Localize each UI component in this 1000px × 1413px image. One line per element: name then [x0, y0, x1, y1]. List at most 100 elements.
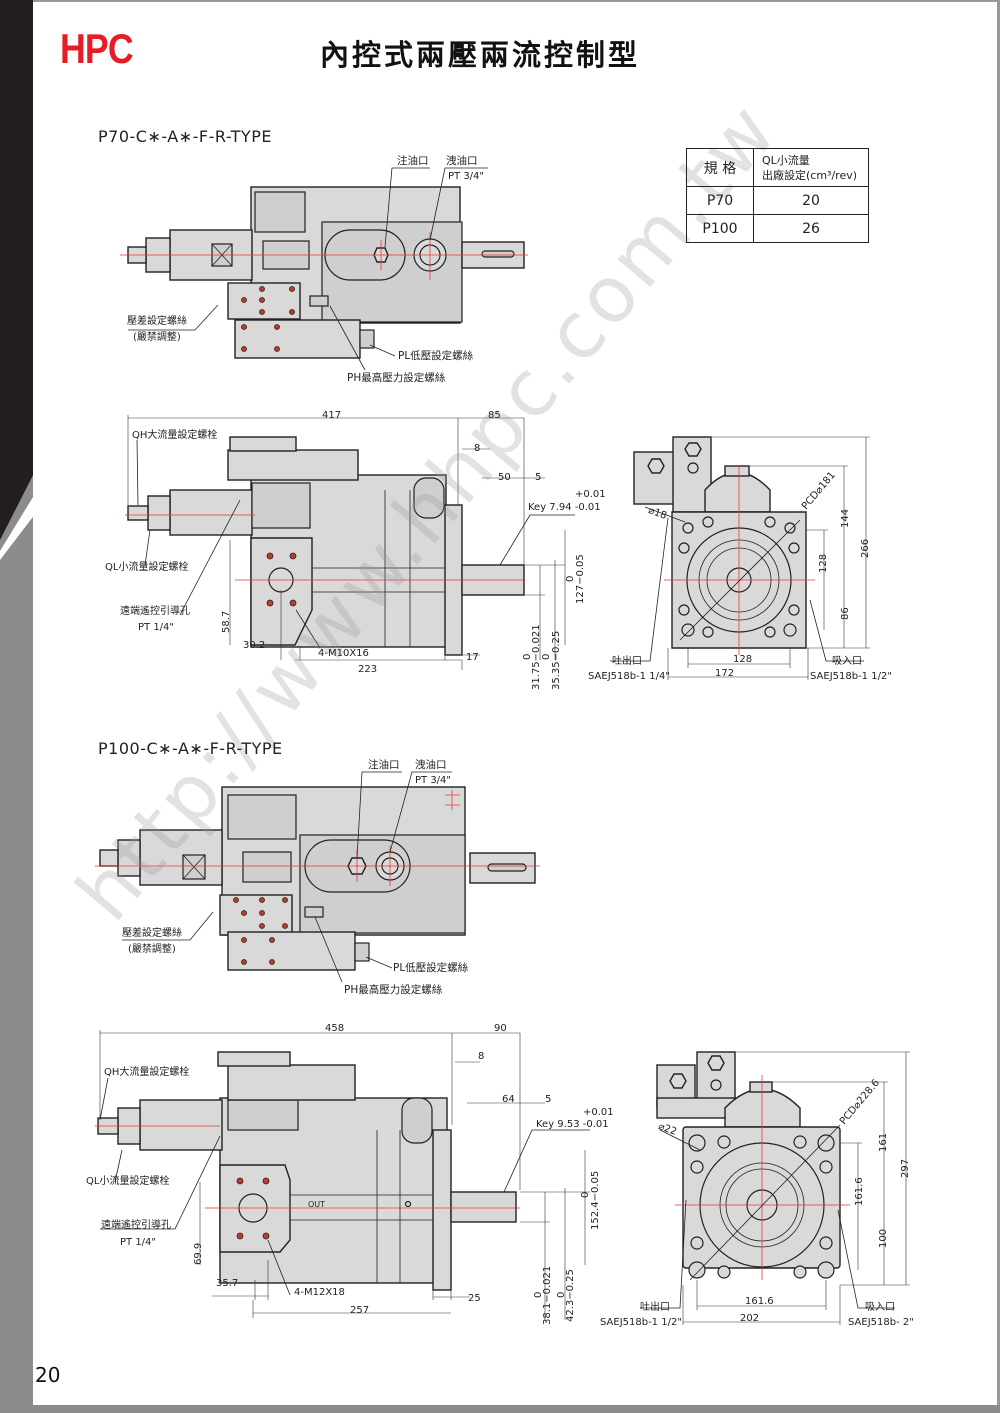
key-height: 35.35−0.25	[551, 630, 562, 690]
dim-172: 172	[715, 668, 735, 679]
p100-front-view	[640, 1051, 910, 1325]
p100-diff-note: (嚴禁調整)	[128, 944, 176, 955]
dim-144: 144	[840, 508, 851, 528]
outlet-size: SAEJ518b-1 1/2"	[600, 1317, 682, 1328]
dim-shaft-len: 85	[488, 410, 501, 421]
cell-model: P70	[686, 186, 754, 215]
bottom-border	[0, 1405, 1000, 1413]
side-band-dark	[0, 0, 33, 540]
inlet-size: SAEJ518b-1 1/2"	[810, 671, 892, 682]
p70-front-view	[610, 436, 870, 680]
bolt-holes	[678, 516, 800, 638]
p100-drain-size: PT 3/4"	[415, 775, 452, 786]
p100-type-heading: P100-C∗-A∗-F-R-TYPE	[98, 739, 283, 758]
inlet-label: 吸入口	[865, 1302, 895, 1313]
dim-overall: 417	[322, 410, 342, 421]
dim-223: 223	[358, 664, 378, 675]
p70-top-view	[120, 167, 528, 371]
p100-pl-screw-label: PL低壓設定螺絲	[393, 962, 469, 974]
dim-17: 17	[466, 652, 479, 663]
cell-value: 20	[753, 186, 869, 215]
page-number: 20	[35, 1363, 61, 1387]
p70-drain-port-label: 洩油口	[446, 155, 478, 167]
p70-qh-label: QH大流量設定螺栓	[132, 430, 218, 441]
dim-35-7: 35.7	[216, 1278, 239, 1289]
dim-shaft-len: 90	[494, 1023, 507, 1034]
dim-128-v: 128	[818, 553, 829, 573]
dim-266: 266	[860, 538, 871, 558]
p70-remote-size: PT 1/4"	[138, 622, 175, 633]
dim-bolts: 4-M12X18	[294, 1287, 345, 1298]
dim-202: 202	[740, 1313, 760, 1324]
p100-diff-screw-label: 壓差設定螺絲	[122, 928, 182, 939]
p100-remote-label: 遠端遙控引導孔	[101, 1220, 171, 1231]
p100-side-view	[95, 1030, 590, 1320]
dim-128-h: 128	[733, 654, 753, 665]
dim-5: 5	[535, 472, 542, 483]
dim-161-6-v: 161.6	[854, 1177, 865, 1206]
p100-ph-screw-label: PH最高壓力設定螺絲	[344, 984, 443, 996]
p100-drain-port-label: 洩油口	[415, 759, 447, 771]
pilot-dia: 152.4−0.05	[590, 1170, 601, 1230]
dim-161-6-h: 161.6	[745, 1296, 774, 1307]
header-ql-setting: QL小流量出廠設定(cm³/rev)	[753, 148, 869, 187]
dim-297: 297	[900, 1158, 911, 1178]
key-dim: Key 7.94 -0.01	[528, 502, 601, 513]
table-header-row: 規 格 QL小流量出廠設定(cm³/rev)	[686, 148, 869, 187]
header-model: 規 格	[686, 148, 754, 187]
dim-30-2: 30.2	[243, 640, 266, 651]
outlet-label: 吐出口	[640, 1302, 670, 1313]
p100-remote-size: PT 1/4"	[120, 1237, 157, 1248]
p70-ph-screw-label: PH最高壓力設定螺絲	[347, 372, 446, 384]
right-border	[997, 0, 1000, 1413]
header-ql-line1: QL小流量	[762, 153, 810, 167]
dim-bolts: 4-M10X16	[318, 648, 369, 659]
p70-type-heading: P70-C∗-A∗-F-R-TYPE	[98, 127, 272, 146]
top-border	[0, 0, 1000, 2]
dim-key-len: 50	[498, 472, 511, 483]
p70-diff-screw-label: 壓差設定螺絲	[127, 316, 187, 327]
p70-ql-label: QL小流量設定螺栓	[105, 562, 189, 573]
dim-8: 8	[478, 1051, 485, 1062]
p100-qh-label: QH大流量設定螺栓	[104, 1067, 190, 1078]
dim-25: 25	[468, 1293, 481, 1304]
key-tol-plus: +0.01	[575, 489, 606, 500]
dim-100: 100	[878, 1228, 889, 1248]
p70-remote-label: 遠端遙控引導孔	[120, 606, 190, 617]
inlet-size: SAEJ518b- 2"	[848, 1317, 914, 1328]
dim-161: 161	[878, 1132, 889, 1152]
outlet-label: 吐出口	[612, 656, 642, 667]
p70-fill-port-label: 注油口	[397, 155, 429, 167]
hpc-logo: HPC	[60, 25, 134, 72]
page-title: 內控式兩壓兩流控制型	[320, 38, 641, 72]
dim-69-9: 69.9	[193, 1242, 204, 1265]
dim-58-7: 58.7	[221, 610, 232, 633]
key-dim: Key 9.53 -0.01	[536, 1119, 609, 1130]
cell-value: 26	[753, 214, 869, 243]
dim-257: 257	[350, 1305, 370, 1316]
dim-86: 86	[840, 607, 851, 620]
shaft-dia: 38.1−0.021	[542, 1265, 553, 1325]
p70-side-view	[125, 415, 575, 670]
pilot-dia: 127−0.05	[575, 554, 586, 604]
key-tol-plus: +0.01	[583, 1107, 614, 1118]
p70-drain-size: PT 3/4"	[448, 171, 485, 182]
p70-pl-screw-label: PL低壓設定螺絲	[398, 350, 474, 362]
key-height: 42.3−0.25	[565, 1269, 576, 1322]
dim-overall: 458	[325, 1023, 345, 1034]
outlet-size: SAEJ518b-1 1/4"	[588, 671, 670, 682]
cell-model: P100	[686, 214, 754, 243]
dim-8: 8	[474, 443, 481, 454]
dim-5: 5	[545, 1094, 552, 1105]
dim-key-len: 64	[502, 1094, 515, 1105]
bolt-holes	[688, 1134, 835, 1279]
p70-diff-note: (嚴禁調整)	[133, 332, 181, 343]
header-ql-line2: 出廠設定(cm³/rev)	[762, 168, 858, 182]
out-mark: OUT	[308, 1200, 326, 1209]
p100-fill-port-label: 注油口	[368, 759, 400, 771]
